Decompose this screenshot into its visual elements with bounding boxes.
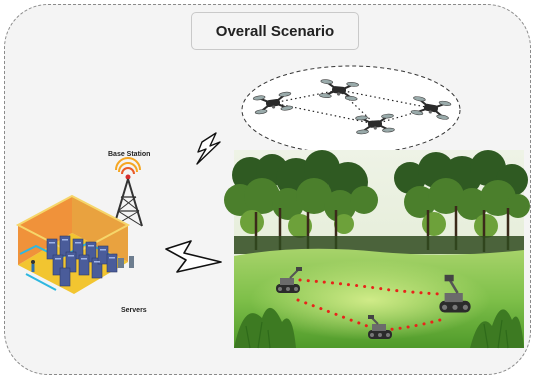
ground-robot-icon bbox=[439, 274, 471, 313]
ground-robot-icon bbox=[276, 267, 302, 293]
base-station-label: Base Station bbox=[108, 151, 151, 158]
drone-links bbox=[272, 89, 432, 125]
servers-label: Servers bbox=[121, 307, 147, 314]
antenna-icon bbox=[113, 157, 143, 227]
server-room-icon bbox=[15, 194, 134, 294]
drone-swarm-boundary bbox=[241, 65, 461, 155]
drone-swarm bbox=[241, 65, 461, 155]
ground-robot-icon bbox=[368, 315, 392, 339]
diagram-title: Overall Scenario bbox=[191, 12, 359, 50]
lightning-icon bbox=[196, 132, 221, 165]
lightning-icon bbox=[165, 240, 222, 273]
forest-scene bbox=[224, 150, 530, 349]
robot-path bbox=[296, 278, 442, 332]
